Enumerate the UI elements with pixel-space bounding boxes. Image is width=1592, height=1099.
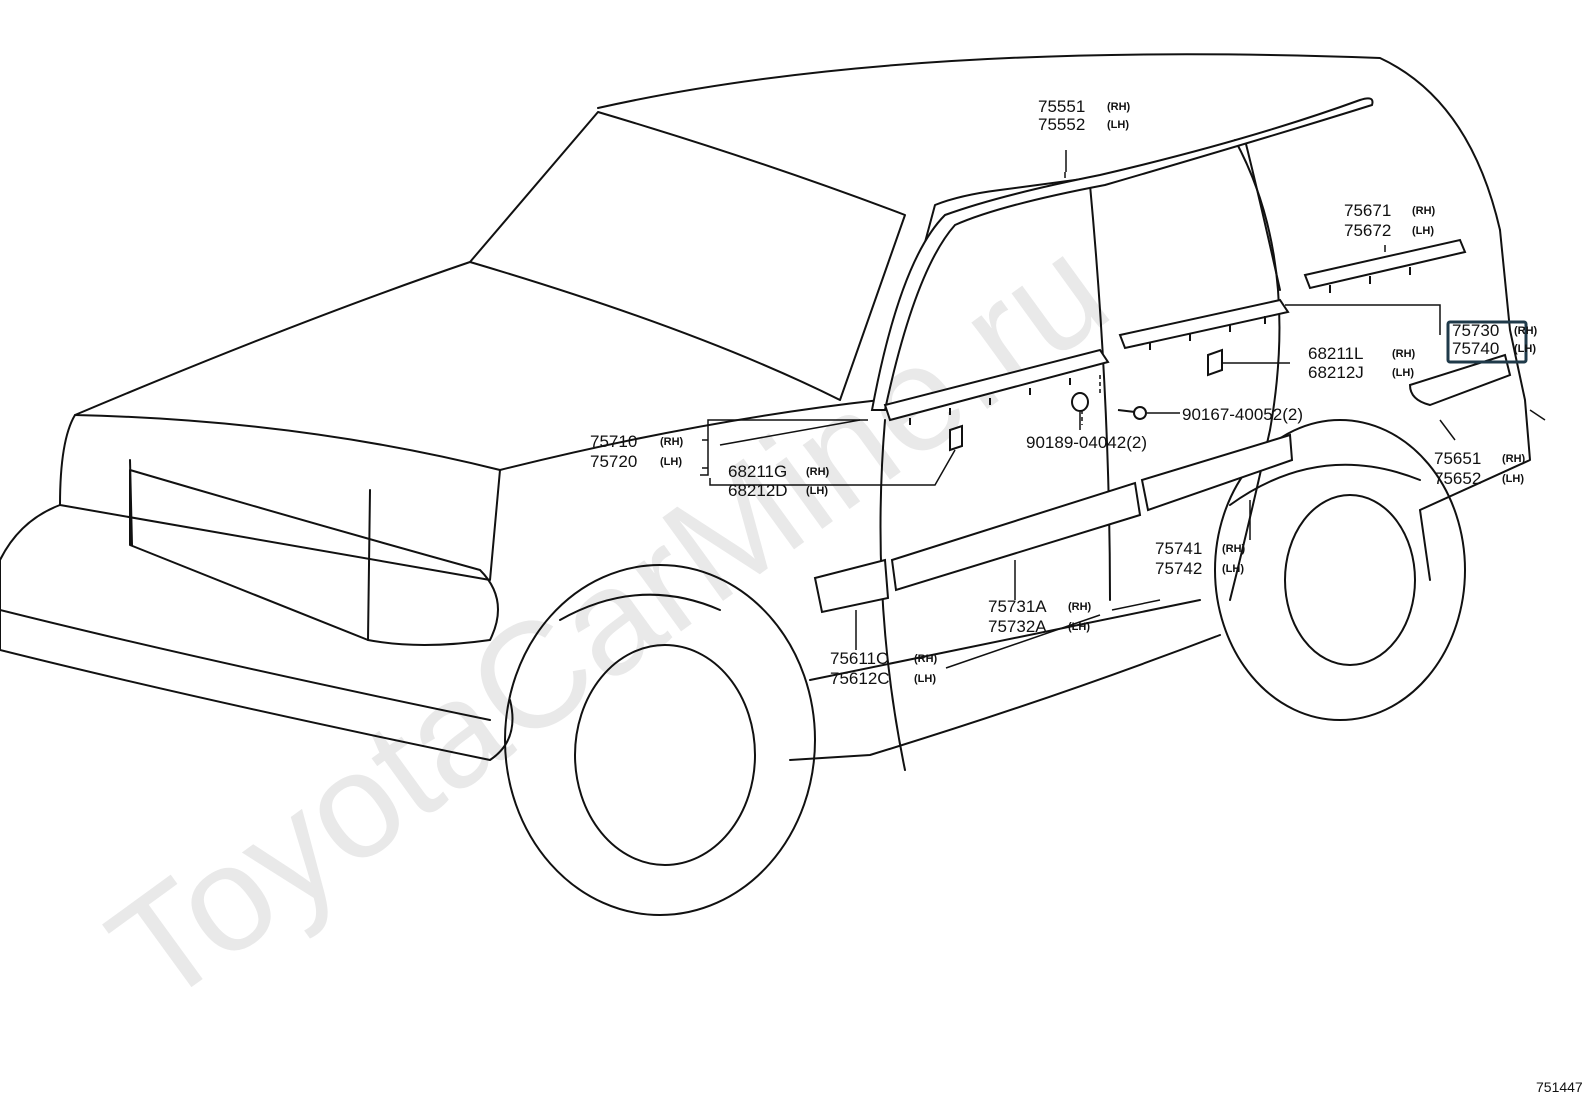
part-number-75552[interactable]: 75552	[1038, 115, 1085, 134]
side-rh: (RH)	[1514, 325, 1538, 337]
side-lh: (LH)	[914, 673, 936, 685]
part-number-90189-04042[interactable]: 90189-04042(2)	[1026, 433, 1147, 452]
side-rh: (RH)	[1392, 348, 1416, 360]
fastener-nut[interactable]	[1071, 392, 1089, 412]
side-lh: (LH)	[806, 485, 828, 497]
part-number-75730[interactable]: 75730	[1452, 321, 1499, 340]
side-lh: (LH)	[1412, 225, 1434, 237]
part-number-75732a[interactable]: 75732A	[988, 617, 1047, 636]
roof-drip-molding[interactable]	[870, 97, 1374, 411]
front-molding-clip[interactable]	[949, 424, 963, 452]
part-number-75672[interactable]: 75672	[1344, 221, 1391, 240]
side-rh: (RH)	[1068, 601, 1092, 613]
leader-lines	[700, 150, 1546, 669]
side-rh: (RH)	[806, 466, 830, 478]
part-number-75731a[interactable]: 75731A	[988, 597, 1047, 616]
part-number-75611c[interactable]: 75611C	[830, 649, 888, 668]
part-number-75652[interactable]: 75652	[1434, 469, 1481, 488]
part-number-75612c[interactable]: 75612C	[830, 669, 890, 688]
side-rh: (RH)	[914, 653, 938, 665]
part-number-68212j[interactable]: 68212J	[1308, 363, 1364, 382]
part-number-75551[interactable]: 75551	[1038, 97, 1085, 116]
quarter-window-molding[interactable]	[1303, 238, 1467, 293]
part-number-75742[interactable]: 75742	[1155, 559, 1202, 578]
front-belt-molding[interactable]	[883, 348, 1110, 425]
side-rh: (RH)	[660, 436, 684, 448]
part-number-75720[interactable]: 75720	[590, 452, 637, 471]
part-number-75710[interactable]: 75710	[590, 432, 637, 451]
highlighted-part-box	[1446, 320, 1528, 364]
watermark: ToyotaCarMine.ru	[80, 204, 1136, 1036]
part-number-68211g[interactable]: 68211G	[728, 462, 787, 481]
callout-labels: 75551 (RH) 75552 (LH) 75671 (RH) 75672 (…	[590, 97, 1538, 688]
rear-fender-molding[interactable]	[1408, 353, 1512, 407]
front-fender-side-molding[interactable]	[813, 558, 890, 614]
part-number-68212d[interactable]: 68212D	[728, 481, 788, 500]
part-number-75740[interactable]: 75740	[1452, 339, 1499, 358]
fastener-screw[interactable]	[1117, 406, 1147, 420]
side-lh: (LH)	[1222, 563, 1244, 575]
side-lh: (LH)	[1068, 621, 1090, 633]
side-rh: (RH)	[1107, 101, 1131, 113]
side-lh: (LH)	[1514, 343, 1536, 355]
side-lh: (LH)	[1392, 367, 1414, 379]
side-lh: (LH)	[660, 456, 682, 468]
part-number-75741[interactable]: 75741	[1155, 539, 1202, 558]
side-lh: (LH)	[1502, 473, 1524, 485]
part-number-75671[interactable]: 75671	[1344, 201, 1391, 220]
part-number-68211l[interactable]: 68211L	[1308, 344, 1363, 363]
rear-belt-molding[interactable]	[1118, 298, 1290, 350]
side-rh: (RH)	[1412, 205, 1436, 217]
rear-molding-clip[interactable]	[1207, 348, 1223, 377]
part-number-90167-40052[interactable]: 90167-40052(2)	[1182, 405, 1303, 424]
part-number-75651[interactable]: 75651	[1434, 449, 1481, 468]
diagram-code: 751447	[1536, 1079, 1583, 1095]
rear-door-side-molding[interactable]	[1140, 433, 1294, 512]
side-rh: (RH)	[1222, 543, 1246, 555]
side-rh: (RH)	[1502, 453, 1526, 465]
side-lh: (LH)	[1107, 119, 1129, 131]
front-door-side-molding[interactable]	[890, 481, 1142, 592]
